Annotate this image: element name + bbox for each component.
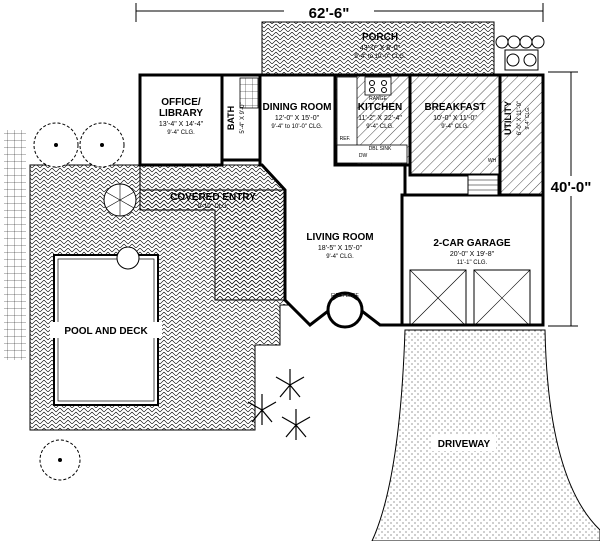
dining-ceiling: 9'-4" to 10'-0" CLG.: [271, 124, 323, 130]
range-label: RANGE: [369, 96, 387, 102]
bath-size: 5'-4" X 9'-0": [240, 102, 246, 133]
depth-dimension: 40'-0": [543, 71, 599, 327]
breakfast-ceiling: 9'-4" CLG.: [441, 124, 469, 130]
living-ceiling: 9'-4" CLG.: [326, 254, 354, 260]
fireplace-label: FIREPLACE: [331, 293, 359, 299]
breakfast-size: 10'-0" X 11'-0": [433, 115, 477, 122]
porch-label: PORCH: [362, 32, 398, 43]
covered-entry-label: COVERED ENTRY: [170, 192, 256, 203]
breakfast-label: BREAKFAST: [424, 102, 485, 113]
dining-label: DINING ROOM: [263, 102, 332, 113]
porch-size: 43'-0" X 8'-0": [360, 45, 401, 52]
living-label: LIVING ROOM: [306, 232, 373, 243]
office-label-1: OFFICE/: [161, 97, 201, 108]
office-ceiling: 9'-4" CLG.: [167, 130, 195, 136]
landscape-trees: [4, 122, 125, 481]
dw-label: DW: [359, 153, 368, 159]
bath-label: BATH: [226, 106, 236, 130]
kitchen-ceiling: 9'-4" CLG.: [366, 124, 394, 130]
fireplace: [326, 291, 364, 329]
width-dimension: 62'-6": [135, 3, 544, 22]
ref-label: REF.: [340, 136, 351, 142]
office-size: 13'-4" X 14'-4": [159, 121, 204, 128]
garage-ceiling: 11'-1" CLG.: [457, 260, 488, 266]
pool-label: POOL AND DECK: [64, 326, 148, 337]
sink-label: DBL SINK: [369, 146, 392, 152]
office-label-2: LIBRARY: [159, 108, 203, 119]
porch-plants: [495, 35, 545, 49]
kitchen-size: 11'-2" X 22'-4": [358, 115, 402, 122]
utility-size: 6'-0" X 11'-0": [517, 101, 523, 135]
wh-label: WH: [488, 158, 497, 164]
office-room: [138, 73, 224, 167]
living-size: 18'-5" X 15'-0": [318, 245, 363, 252]
palm-plants: [247, 369, 311, 440]
pool-spa: [116, 246, 140, 270]
depth-label: 40'-0": [551, 179, 592, 196]
driveway-label: DRIVEWAY: [438, 439, 491, 450]
porch: [261, 21, 495, 75]
spiral-stair: [103, 183, 137, 217]
garage-room: [400, 193, 545, 327]
garage-label: 2-CAR GARAGE: [433, 238, 511, 249]
kitchen-label: KITCHEN: [358, 102, 402, 113]
utility-ceiling: 9'-4" CLG.: [525, 106, 531, 129]
dining-size: 12'-0" X 15'-0": [275, 115, 320, 122]
porch-ceiling: 9'-4" to 10'-0" CLG.: [354, 54, 406, 60]
utility-label: UTILITY: [503, 101, 513, 135]
covered-entry-ceiling: 9'-10" CLG.: [198, 204, 229, 210]
width-label: 62'-6": [309, 5, 350, 22]
garage-size: 20'-0" X 19'-8": [450, 251, 495, 258]
